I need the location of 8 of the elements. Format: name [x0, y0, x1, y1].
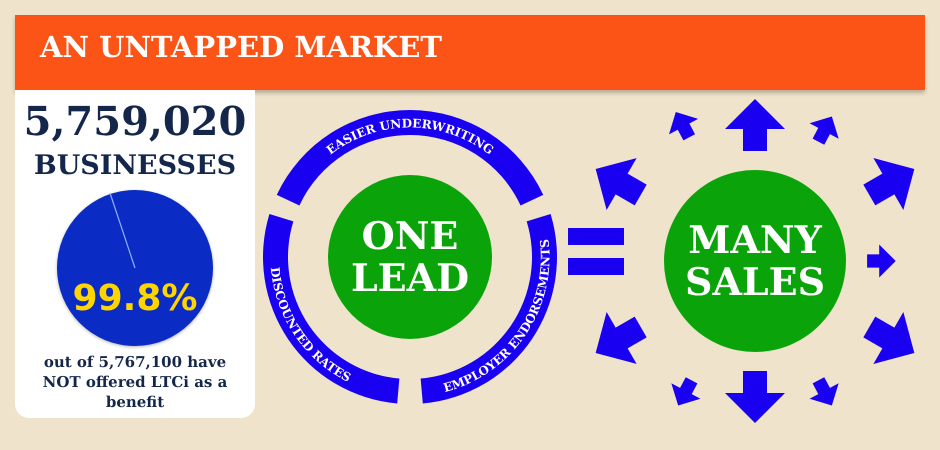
statistic-note: out of 5,767,100 have NOT offered LTCi as a benefit	[42, 352, 228, 412]
circle-label: MANY SALES	[685, 219, 825, 303]
percentage-value: 99.8%	[72, 278, 198, 319]
statistic-number: 5,759,020	[22, 98, 248, 145]
statistic-label: BUSINESSES	[32, 150, 238, 181]
circle-label: ONE LEAD	[350, 215, 470, 299]
title: AN UNTAPPED MARKET	[40, 30, 442, 64]
info-card	[15, 90, 255, 418]
